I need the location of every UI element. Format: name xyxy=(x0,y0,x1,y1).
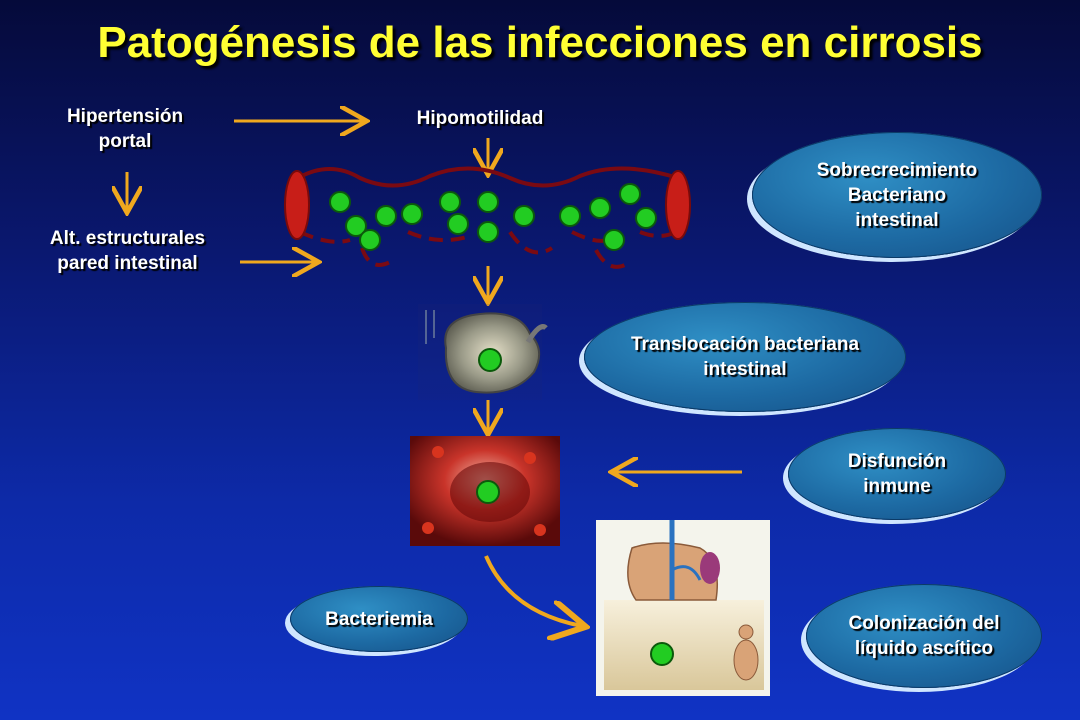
bacteria-cluster xyxy=(329,183,657,251)
oval-translocacion-text: Translocación bacteriana intestinal xyxy=(630,334,860,380)
oval-bacteriemia-text: Bacteriemia xyxy=(325,608,433,630)
oval-colonizacion-text: Colonización del líquido ascítico xyxy=(848,613,1000,659)
oval-sobrecrecimiento: Sobrecrecimiento Bacteriano intestinal xyxy=(752,132,1042,258)
intestine-illustration xyxy=(284,166,691,269)
ascites-illustration xyxy=(596,520,770,696)
oval-sobrecrecimiento-text: Sobrecrecimiento Bacteriano intestinal xyxy=(816,159,978,231)
arrow-vessel-ascites xyxy=(484,555,582,626)
oval-colonizacion: Colonización del líquido ascítico xyxy=(806,584,1042,688)
label-hipertension-portal: Hipertensión portal xyxy=(66,106,184,152)
oval-translocacion: Translocación bacteriana intestinal xyxy=(584,302,906,412)
label-alt-estructurales: Alt. estructurales pared intestinal xyxy=(49,228,206,274)
oval-bacteriemia: Bacteriemia xyxy=(290,586,468,652)
lymph-node-illustration xyxy=(418,304,548,400)
label-hipomotilidad: Hipomotilidad xyxy=(416,108,544,129)
slide-title: Patogénesis de las infecciones en cirros… xyxy=(97,18,983,67)
oval-disfuncion-inmune: Disfunción inmune xyxy=(788,428,1006,520)
blood-vessel-illustration xyxy=(410,436,560,546)
oval-disfuncion-text: Disfunción inmune xyxy=(847,451,947,497)
